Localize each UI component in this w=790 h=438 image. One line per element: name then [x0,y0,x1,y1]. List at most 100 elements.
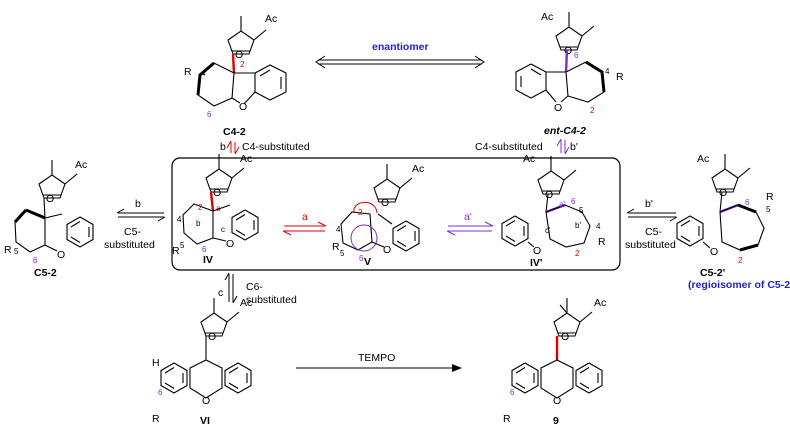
arrow-a-prime: a' [446,211,494,236]
svg-text:6: 6 [158,388,163,397]
svg-text:O: O [226,238,234,250]
svg-text:5: 5 [766,205,771,214]
atom-o: O [235,49,243,61]
svg-text:5: 5 [340,249,345,258]
compound-iv-prime: Ac O a' 6 5 b' 4 c' 2 R O IV' [501,153,606,269]
svg-text:O: O [239,101,247,113]
svg-text:b': b' [570,141,578,153]
svg-text:substituted: substituted [104,239,155,251]
svg-text:6: 6 [202,245,207,254]
svg-text:O: O [710,246,718,258]
svg-text:a': a' [559,200,565,209]
label-enantiomer: enantiomer [372,41,429,53]
svg-text:4: 4 [605,67,610,76]
arrow-tempo: TEMPO [296,352,462,372]
svg-text:O: O [57,249,65,261]
label-c5-2: C5-2 [34,267,57,279]
svg-text:O: O [545,189,553,201]
svg-text:6: 6 [571,197,576,206]
intermediates-box [171,157,621,271]
regioisomer-note: (regioisomer of C5-2) [688,279,790,291]
label-iv: IV [203,254,213,266]
arrow-c: c C6- substituted [218,272,297,306]
svg-text:Ac: Ac [75,159,87,171]
svg-text:4: 4 [177,215,182,224]
svg-text:O: O [554,102,562,114]
arrow-a: a [282,211,327,236]
compound-vi: O Ac H O 6 R VI [152,297,252,427]
label-v: V [364,256,371,268]
svg-text:2: 2 [738,256,743,265]
svg-text:O: O [561,331,569,343]
svg-text:6: 6 [745,198,750,207]
svg-text:6: 6 [207,110,212,119]
svg-text:2: 2 [198,203,203,212]
svg-text:6: 6 [359,254,364,263]
svg-text:4: 4 [336,225,341,234]
arrow-b-vertical: b C4-substituted [220,140,310,155]
label-c5-2-prime: C5-2' [700,267,725,279]
svg-text:2: 2 [358,208,363,217]
label-vi: VI [200,415,210,427]
svg-text:4: 4 [596,222,601,231]
svg-text:substituted: substituted [625,239,676,251]
svg-text:a: a [302,211,308,223]
svg-text:O: O [213,187,221,199]
svg-text:C4-substituted: C4-substituted [242,141,310,153]
svg-text:O: O [719,187,727,199]
svg-text:5: 5 [14,247,19,256]
compound-ent-c4-2: Ac O 6 4 R 2 O ent-C4-2 [515,11,624,137]
label-iv-prime: IV' [530,257,542,269]
svg-text:c: c [218,287,223,299]
compound-c4-2: O Ac 2 R 4 6 O C4-2 [184,13,287,138]
svg-text:6: 6 [510,388,515,397]
atom-ac: Ac [265,13,277,25]
arrow-b-prime-right: b' C5- substituted [625,198,678,251]
svg-text:O: O [208,331,216,343]
svg-text:2: 2 [590,106,595,115]
svg-text:C6-: C6- [246,281,263,293]
svg-text:O: O [202,395,210,407]
svg-text:C5-: C5- [124,226,141,238]
label-ent-c4-2: ent-C4-2 [544,125,586,137]
svg-text:b': b' [575,221,581,230]
compound-iv: O Ac 2 a 4 b c 5 6 R O IV [172,153,259,266]
svg-text:R: R [503,413,511,425]
svg-text:O: O [383,244,391,256]
svg-text:Ac: Ac [240,153,252,165]
svg-text:b: b [220,141,226,153]
svg-text:6: 6 [574,51,579,60]
svg-text:Ac: Ac [240,297,252,309]
svg-text:R: R [766,191,774,203]
enantiomer-arrow: enantiomer [315,41,485,69]
arrow-b-left: b C5- substituted [104,198,166,251]
svg-text:a': a' [464,211,472,223]
svg-text:C4-substituted: C4-substituted [475,141,543,153]
compound-c5-2: O Ac R 5 6 O C5-2 [4,159,94,279]
svg-text:C5-: C5- [645,226,662,238]
label-tempo: TEMPO [358,352,395,364]
svg-text:b: b [196,219,201,228]
svg-text:R: R [184,66,192,78]
svg-text:b': b' [645,198,653,210]
label-9: 9 [553,415,559,427]
svg-text:c: c [221,225,225,234]
svg-text:Ac: Ac [594,297,606,309]
svg-text:c': c' [545,226,551,235]
svg-text:Ac: Ac [541,11,553,23]
svg-text:O: O [381,197,389,209]
label-c4-2: C4-2 [223,126,246,138]
compound-v: O Ac 2 4 5 6 R O V [332,163,424,268]
svg-text:b: b [135,198,141,210]
svg-text:Ac: Ac [697,153,709,165]
svg-text:2: 2 [240,60,245,69]
svg-text:O: O [533,245,541,257]
compound-9: O Ac O 6 R 9 [503,297,606,427]
svg-text:R: R [616,71,624,83]
svg-text:R: R [4,244,12,256]
svg-text:O: O [46,193,54,205]
svg-text:Ac: Ac [523,153,535,165]
arrow-b-prime-vertical: C4-substituted b' [475,138,578,155]
svg-text:R: R [332,241,340,253]
